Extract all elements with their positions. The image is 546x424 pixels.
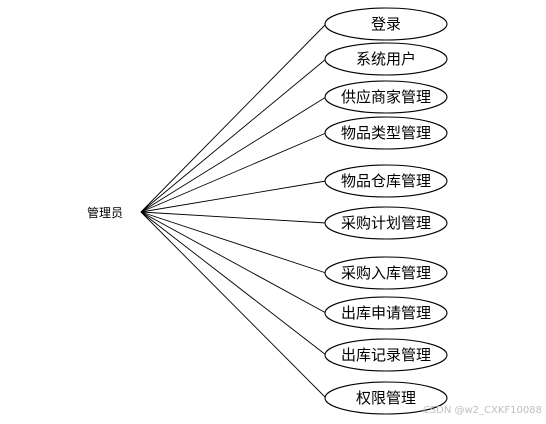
connector-line <box>140 180 327 213</box>
use-case-label: 物品仓库管理 <box>341 172 431 190</box>
connector-line <box>140 211 327 399</box>
use-case-item: 登录 <box>324 7 448 41</box>
use-case-item: 采购计划管理 <box>324 206 448 240</box>
use-case-item: 出库记录管理 <box>324 338 448 372</box>
use-case-ellipse <box>324 381 448 415</box>
use-case-label: 采购入库管理 <box>341 264 431 282</box>
use-case-item: 权限管理 <box>324 381 448 415</box>
actor-label: 管理员 <box>87 205 123 220</box>
use-case-item: 出库申请管理 <box>324 296 448 330</box>
watermark: CSDN @w2_CXKF10088 <box>422 405 542 416</box>
use-case-ellipse <box>324 42 448 76</box>
use-case-item: 供应商家管理 <box>324 80 448 114</box>
use-case-ellipse <box>324 80 448 114</box>
use-case-item: 物品类型管理 <box>324 116 448 150</box>
use-case-item: 采购入库管理 <box>324 256 448 290</box>
connector-line <box>140 211 327 314</box>
use-case-label: 登录 <box>371 15 401 33</box>
use-case-ellipse <box>324 7 448 41</box>
use-case-ellipse <box>324 164 448 198</box>
connector-line <box>140 58 327 213</box>
use-case-ellipse <box>324 338 448 372</box>
connector-line <box>140 96 327 213</box>
use-case-ellipse <box>324 116 448 150</box>
connector-line <box>140 211 327 224</box>
connector-line <box>140 211 327 274</box>
use-case-list: 登录系统用户供应商家管理物品类型管理物品仓库管理采购计划管理采购入库管理出库申请… <box>324 7 448 415</box>
use-case-label: 采购计划管理 <box>341 214 431 232</box>
use-case-label: 权限管理 <box>356 389 416 407</box>
use-case-item: 物品仓库管理 <box>324 164 448 198</box>
use-case-item: 系统用户 <box>324 42 448 76</box>
use-case-label: 供应商家管理 <box>341 88 431 106</box>
use-case-label: 出库记录管理 <box>341 346 431 364</box>
use-case-ellipse <box>324 296 448 330</box>
use-case-label: 出库申请管理 <box>341 304 431 322</box>
connector-lines <box>140 23 327 399</box>
connector-line <box>140 211 327 356</box>
use-case-ellipse <box>324 206 448 240</box>
use-case-ellipse <box>324 256 448 290</box>
use-case-label: 系统用户 <box>356 50 416 68</box>
connector-line <box>140 23 327 213</box>
connector-line <box>140 132 327 213</box>
use-case-label: 物品类型管理 <box>341 124 431 142</box>
